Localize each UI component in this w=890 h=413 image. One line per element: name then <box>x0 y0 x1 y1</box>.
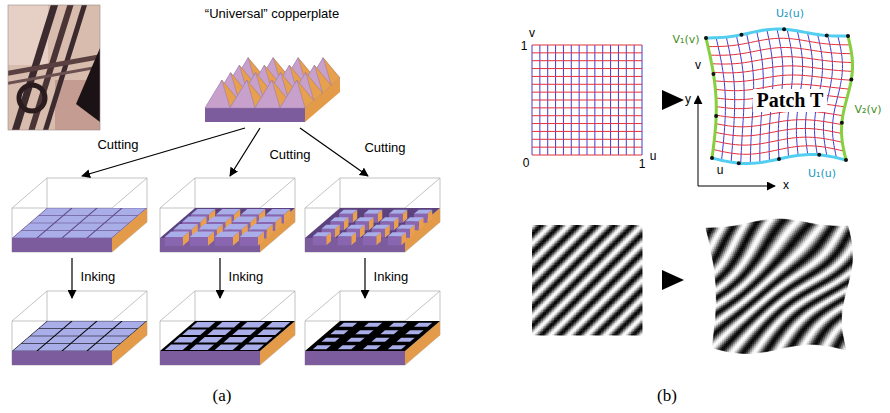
figure: “Universal” copperplateCuttingCuttingCut… <box>0 0 890 413</box>
